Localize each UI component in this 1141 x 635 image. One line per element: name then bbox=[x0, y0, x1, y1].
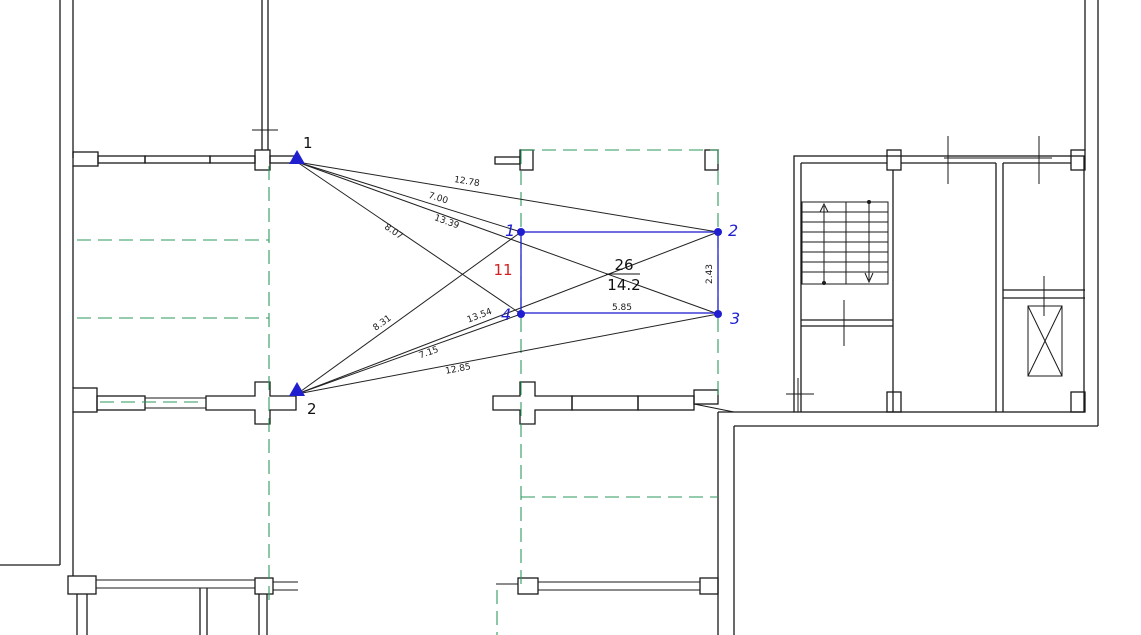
measurement-label-s2-p3: 12.85 bbox=[445, 362, 472, 377]
measurement-label-s2-p1: 8.31 bbox=[371, 314, 393, 334]
measurement-label-s2-p2: 13.54 bbox=[466, 307, 494, 326]
survey-point-label-2: 2 bbox=[728, 221, 738, 240]
measurement-label-s1-p1: 7.00 bbox=[427, 191, 449, 207]
measurement-line-s2-p1 bbox=[296, 231, 522, 395]
station-marker-1 bbox=[289, 150, 305, 164]
measurement-line-s1-p3 bbox=[296, 161, 719, 315]
zone-number: 11 bbox=[493, 261, 512, 279]
station-label-2: 2 bbox=[307, 400, 317, 418]
rect-width-label: 5.85 bbox=[612, 303, 632, 313]
survey-points: 1 2 3 4 bbox=[501, 221, 740, 328]
measurement-label-s1-p2: 12.78 bbox=[453, 175, 480, 189]
measurement-lines bbox=[296, 161, 719, 395]
measurement-line-s2-p4 bbox=[296, 313, 522, 395]
staircase bbox=[801, 200, 889, 285]
survey-rectangle bbox=[520, 231, 719, 314]
zone-denominator: 14.2 bbox=[607, 276, 640, 294]
measurement-label-s1-p4: 8.07 bbox=[382, 222, 404, 242]
measurement-line-s1-p4 bbox=[296, 161, 522, 315]
measurement-label-s2-p4: 7.15 bbox=[418, 345, 440, 361]
survey-point-1 bbox=[517, 228, 525, 236]
survey-point-label-4: 4 bbox=[501, 305, 511, 324]
survey-point-label-3: 3 bbox=[730, 309, 740, 328]
measurement-line-s1-p1 bbox=[296, 161, 522, 233]
elevator-shaft bbox=[1027, 305, 1063, 377]
survey-point-4 bbox=[517, 310, 525, 318]
survey-point-3 bbox=[714, 310, 722, 318]
station-label-1: 1 bbox=[303, 134, 313, 152]
rect-height-label: 2.43 bbox=[705, 264, 715, 284]
axis-lines bbox=[77, 149, 719, 635]
survey-point-label-1: 1 bbox=[505, 221, 515, 240]
measurement-line-s2-p3 bbox=[296, 313, 719, 395]
survey-point-2 bbox=[714, 228, 722, 236]
station-marker-2 bbox=[289, 382, 305, 396]
instrument-stations: 12 bbox=[289, 134, 317, 418]
building-walls bbox=[0, 0, 1099, 635]
zone-numerator: 26 bbox=[614, 256, 633, 274]
measurement-line-s1-p2 bbox=[296, 161, 719, 233]
measurement-line-s2-p2 bbox=[296, 231, 719, 395]
